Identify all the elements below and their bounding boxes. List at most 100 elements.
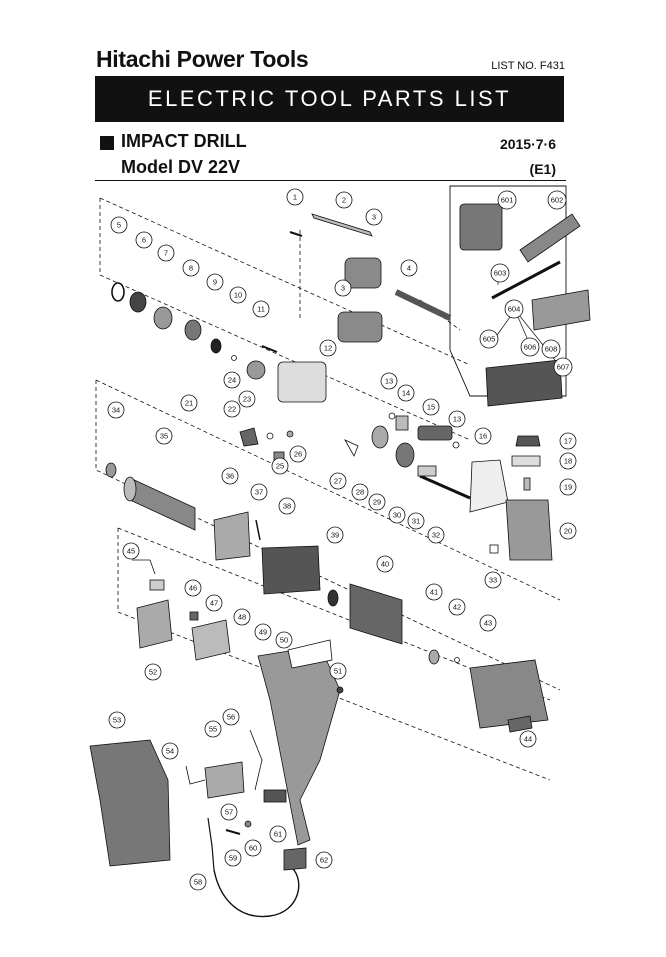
callout-number: 35 bbox=[160, 432, 168, 441]
callout-circle bbox=[269, 825, 287, 843]
callout-606: 606 bbox=[520, 337, 540, 357]
callout-23: 23 bbox=[238, 390, 256, 408]
callout-number: 43 bbox=[484, 619, 492, 628]
callout-number: 13 bbox=[453, 415, 461, 424]
callout-number: 26 bbox=[294, 450, 302, 459]
callout-circle bbox=[110, 216, 128, 234]
chuck-group bbox=[246, 213, 452, 403]
callout-circle bbox=[189, 873, 207, 891]
callout-number: 9 bbox=[213, 278, 217, 287]
callout-number: 51 bbox=[334, 667, 342, 676]
callout-13: 13 bbox=[448, 410, 466, 428]
callout-circle bbox=[221, 467, 239, 485]
callout-circle bbox=[425, 583, 443, 601]
callout-604: 604 bbox=[504, 299, 524, 319]
callout-31: 31 bbox=[407, 512, 425, 530]
callout-36: 36 bbox=[221, 467, 239, 485]
callout-42: 42 bbox=[448, 598, 466, 616]
callout-number: 61 bbox=[274, 830, 282, 839]
callout-circle bbox=[351, 483, 369, 501]
callout-number: 25 bbox=[276, 462, 284, 471]
callout-22: 22 bbox=[223, 400, 241, 418]
callout-38: 38 bbox=[278, 497, 296, 515]
callout-2: 2 bbox=[335, 191, 353, 209]
callout-3: 3 bbox=[334, 279, 352, 297]
callout-circle bbox=[319, 339, 337, 357]
callout-43: 43 bbox=[479, 614, 497, 632]
callout-circle bbox=[107, 401, 125, 419]
callout-circle bbox=[547, 190, 567, 210]
accessory-group bbox=[459, 203, 591, 407]
bearing-group bbox=[111, 282, 294, 463]
callout-circle bbox=[474, 427, 492, 445]
callout-number: 46 bbox=[189, 584, 197, 593]
callout-circle bbox=[286, 188, 304, 206]
callout-58: 58 bbox=[189, 873, 207, 891]
switch-handle-group bbox=[132, 559, 344, 846]
callout-circle bbox=[397, 384, 415, 402]
callout-number: 41 bbox=[430, 588, 438, 597]
list-number: LIST NO. F431 bbox=[491, 60, 565, 72]
callout-circle bbox=[448, 598, 466, 616]
callout-number: 59 bbox=[229, 854, 237, 863]
callout-circle bbox=[224, 849, 242, 867]
callout-circle bbox=[504, 299, 524, 319]
callout-26: 26 bbox=[289, 445, 307, 463]
callout-circle bbox=[155, 427, 173, 445]
callout-7: 7 bbox=[157, 244, 175, 262]
callout-circle bbox=[252, 300, 270, 318]
callout-48: 48 bbox=[233, 608, 251, 626]
callout-circle bbox=[484, 571, 502, 589]
callout-number: 11 bbox=[257, 305, 265, 314]
callout-number: 3 bbox=[372, 213, 376, 222]
callout-number: 7 bbox=[164, 249, 168, 258]
callout-number: 37 bbox=[255, 488, 263, 497]
callout-607: 607 bbox=[553, 357, 573, 377]
callout-53: 53 bbox=[108, 711, 126, 729]
callout-circle bbox=[206, 273, 224, 291]
callout-number: 604 bbox=[508, 305, 521, 314]
callout-52: 52 bbox=[144, 663, 162, 681]
model-name: Model DV 22V bbox=[121, 157, 241, 177]
callout-10: 10 bbox=[229, 286, 247, 304]
callout-circle bbox=[380, 372, 398, 390]
callout-number: 49 bbox=[259, 628, 267, 637]
callout-circle bbox=[275, 631, 293, 649]
callout-number: 17 bbox=[564, 437, 572, 446]
callout-number: 8 bbox=[189, 264, 193, 273]
callout-33: 33 bbox=[484, 571, 502, 589]
callout-circle bbox=[368, 493, 386, 511]
issue-date: 2015·7·6 bbox=[499, 136, 556, 152]
callout-603: 603 bbox=[490, 263, 510, 283]
handle-cord-group bbox=[89, 729, 307, 918]
callout-number: 33 bbox=[489, 576, 497, 585]
callout-number: 44 bbox=[524, 735, 532, 744]
callout-37: 37 bbox=[250, 483, 268, 501]
callout-circle bbox=[541, 339, 561, 359]
callout-number: 34 bbox=[112, 406, 120, 415]
callout-49: 49 bbox=[254, 623, 272, 641]
edition-code: (E1) bbox=[529, 161, 556, 177]
callout-11: 11 bbox=[252, 300, 270, 318]
callout-number: 16 bbox=[479, 432, 487, 441]
callout-number: 57 bbox=[225, 808, 233, 817]
callout-number: 2 bbox=[342, 196, 346, 205]
callout-circle bbox=[289, 445, 307, 463]
callout-number: 29 bbox=[373, 498, 381, 507]
callout-39: 39 bbox=[326, 526, 344, 544]
callout-circle bbox=[334, 279, 352, 297]
callout-circle bbox=[108, 711, 126, 729]
callout-59: 59 bbox=[224, 849, 242, 867]
header-rule bbox=[95, 180, 566, 181]
callout-47: 47 bbox=[205, 594, 223, 612]
callout-1: 1 bbox=[286, 188, 304, 206]
callout-number: 60 bbox=[249, 844, 257, 853]
callout-circle bbox=[220, 803, 238, 821]
callout-number: 50 bbox=[280, 636, 288, 645]
callout-circle bbox=[553, 357, 573, 377]
callout-number: 28 bbox=[356, 488, 364, 497]
callout-13: 13 bbox=[380, 372, 398, 390]
callout-number: 605 bbox=[483, 335, 496, 344]
